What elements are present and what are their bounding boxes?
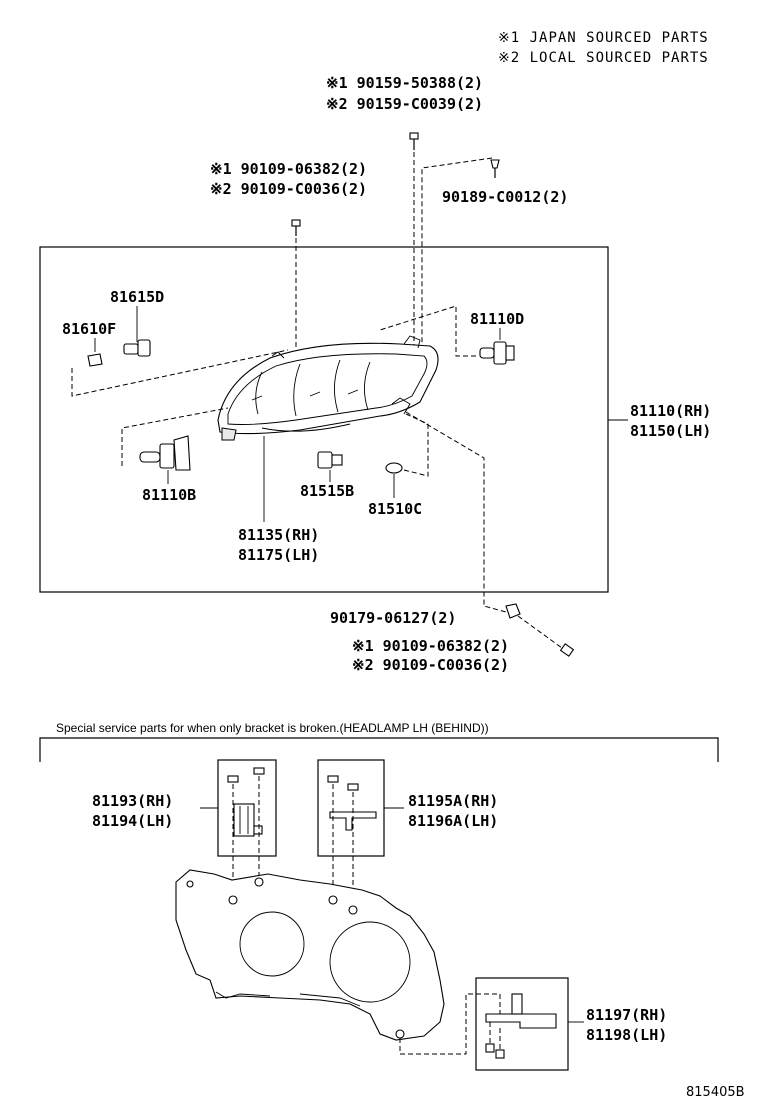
label-nut-bottom: 90179-06127(2) — [330, 609, 456, 627]
bracket-81195a-box — [317, 759, 385, 857]
label-81110d: 81110D — [470, 310, 524, 328]
label-81197-rh: 81197(RH) — [586, 1006, 667, 1024]
label-81175-lh: 81175(LH) — [238, 546, 319, 564]
bracket-81193-icon — [227, 767, 265, 837]
label-screw-bottom-2: ※2 90109-C0036(2) — [352, 656, 509, 674]
label-81615d: 81615D — [110, 288, 164, 306]
label-81510c: 81510C — [368, 500, 422, 518]
screw-left-icon — [291, 219, 301, 236]
bulb-81510c-icon — [385, 462, 403, 474]
label-81135-rh: 81135(RH) — [238, 526, 319, 544]
label-81198-lh: 81198(LH) — [586, 1026, 667, 1044]
label-screw-top-2: ※2 90159-C0039(2) — [326, 95, 483, 113]
diagram-ref-code: 815405B — [686, 1085, 745, 1100]
bulb-81110b-icon — [139, 435, 191, 471]
bracket-81197-icon — [485, 993, 557, 1059]
headlamp-assembly-box — [39, 246, 609, 593]
label-clip-right: 90189-C0012(2) — [442, 188, 568, 206]
screw-top-icon — [409, 132, 419, 150]
bracket-81195a-icon — [327, 775, 377, 831]
label-screw-left-2: ※2 90109-C0036(2) — [210, 180, 367, 198]
special-parts-caption: Special service parts for when only brac… — [56, 721, 489, 735]
label-81193-rh: 81193(RH) — [92, 792, 173, 810]
label-81515b: 81515B — [300, 482, 354, 500]
bracket-81197-box — [475, 977, 569, 1071]
clip-right-icon — [490, 159, 500, 178]
nut-bottom-icon — [505, 603, 521, 619]
label-81610f: 81610F — [62, 320, 116, 338]
label-81110-rh: 81110(RH) — [630, 402, 711, 420]
legend-local: ※2 LOCAL SOURCED PARTS — [498, 50, 709, 66]
label-81195a-rh: 81195A(RH) — [408, 792, 498, 810]
label-screw-left-1: ※1 90109-06382(2) — [210, 160, 367, 178]
label-screw-top-1: ※1 90159-50388(2) — [326, 74, 483, 92]
bulb-81610f-icon — [87, 353, 103, 367]
screw-bottom-icon — [559, 643, 575, 657]
label-81194-lh: 81194(LH) — [92, 812, 173, 830]
headlamp-housing — [217, 335, 439, 441]
label-81196a-lh: 81196A(LH) — [408, 812, 498, 830]
label-81110b: 81110B — [142, 486, 196, 504]
headlamp-back-housing — [175, 869, 445, 1041]
legend-japan: ※1 JAPAN SOURCED PARTS — [498, 30, 709, 46]
label-screw-bottom-1: ※1 90109-06382(2) — [352, 637, 509, 655]
socket-81515b-icon — [317, 451, 343, 469]
bulb-81110d-icon — [479, 341, 515, 365]
label-81150-lh: 81150(LH) — [630, 422, 711, 440]
socket-81615d-icon — [123, 339, 151, 357]
